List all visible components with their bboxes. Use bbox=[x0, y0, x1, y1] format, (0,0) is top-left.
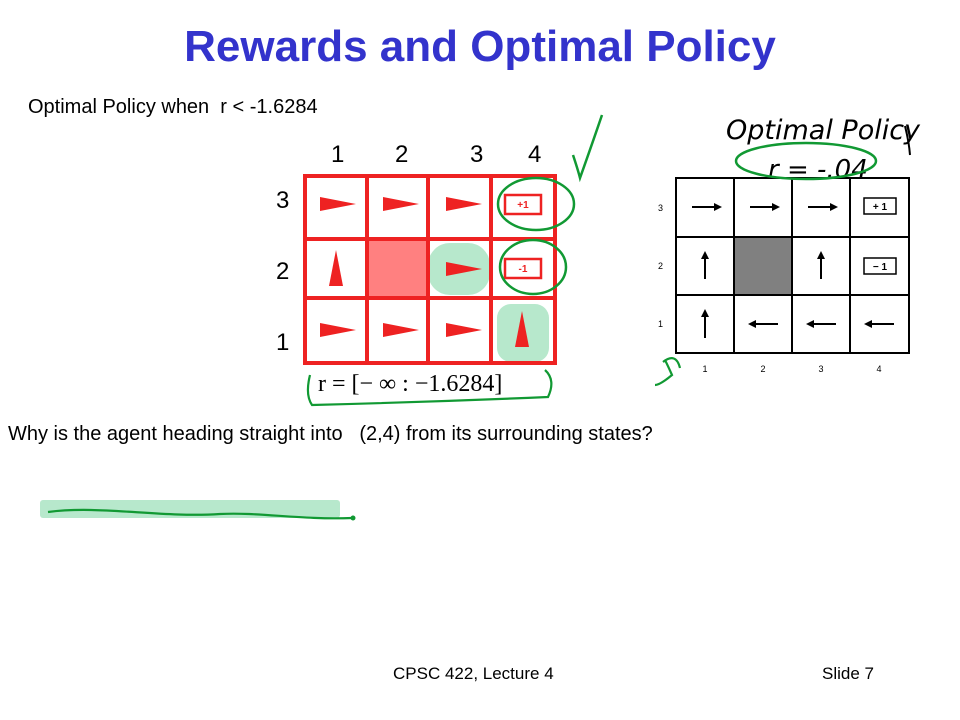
handwritten-annotations: Optimal Policy r = -.04 bbox=[47, 114, 921, 521]
ink-bracket bbox=[306, 369, 553, 407]
left-col-label-3: 3 bbox=[470, 141, 484, 168]
arrow-right-icon bbox=[320, 197, 356, 211]
footer-slide-number: Slide 7 bbox=[822, 664, 874, 683]
left-wall-cell bbox=[367, 239, 428, 298]
highlighter-marks bbox=[40, 243, 549, 518]
left-col-label-1: 1 bbox=[331, 141, 345, 168]
reward-range-text: r = [− ∞ : −1.6284] bbox=[318, 371, 502, 397]
terminal-plus-label: + 1 bbox=[873, 202, 888, 213]
handwritten-reward: r = -.04 bbox=[768, 155, 868, 185]
right-row-label-2: 2 bbox=[658, 261, 663, 271]
left-policy-grid: +1 -1 bbox=[303, 174, 557, 365]
handwritten-policy-title: Optimal Policy bbox=[726, 115, 921, 146]
terminal-minus-label: − 1 bbox=[873, 262, 888, 273]
ink-mark bbox=[654, 357, 682, 387]
check-mark-icon bbox=[571, 114, 604, 183]
terminal-minus-box bbox=[503, 257, 543, 280]
terminal-minus-label: -1 bbox=[519, 264, 528, 275]
arrow-up-icon bbox=[329, 250, 343, 286]
policy-condition-text: Optimal Policy when r < -1.6284 bbox=[28, 96, 318, 118]
highlight-answer-line bbox=[40, 500, 340, 518]
arrow-right-icon bbox=[383, 323, 419, 337]
ink-circle-reward bbox=[734, 141, 878, 181]
terminal-plus-box bbox=[863, 197, 897, 215]
ink-circle-plus bbox=[496, 176, 576, 232]
right-col-label-2: 2 bbox=[760, 364, 765, 374]
terminal-minus-box bbox=[863, 257, 897, 275]
right-wall-cell bbox=[734, 237, 792, 295]
slide-title: Rewards and Optimal Policy bbox=[184, 22, 776, 71]
left-col-label-2: 2 bbox=[395, 141, 409, 168]
arrow-right-icon bbox=[446, 262, 482, 276]
right-col-label-3: 3 bbox=[818, 364, 823, 374]
right-col-label-1: 1 bbox=[702, 364, 707, 374]
ink-stroke bbox=[904, 125, 911, 156]
ink-circle-minus bbox=[498, 238, 568, 296]
right-row-label-1: 1 bbox=[658, 319, 663, 329]
right-policy-grid: + 1 − 1 3 2 1 1 2 3 4 bbox=[658, 177, 910, 374]
footer-course: CPSC 422, Lecture 4 bbox=[393, 664, 554, 683]
arrow-right-icon bbox=[446, 197, 482, 211]
right-row-label-3: 3 bbox=[658, 203, 663, 213]
right-col-label-4: 4 bbox=[876, 364, 881, 374]
terminal-plus-label: +1 bbox=[517, 200, 529, 211]
left-row-label-3: 3 bbox=[276, 187, 290, 214]
arrow-up-icon bbox=[515, 311, 529, 347]
ink-underline bbox=[47, 508, 353, 520]
question-text: Why is the agent heading straight into (… bbox=[8, 423, 653, 445]
arrow-right-icon bbox=[446, 323, 482, 337]
arrow-right-icon bbox=[320, 323, 356, 337]
arrow-right-icon bbox=[383, 197, 419, 211]
left-row-label-2: 2 bbox=[276, 258, 290, 285]
terminal-plus-box bbox=[503, 193, 543, 216]
left-col-label-4: 4 bbox=[528, 141, 542, 168]
left-row-label-1: 1 bbox=[276, 329, 290, 356]
